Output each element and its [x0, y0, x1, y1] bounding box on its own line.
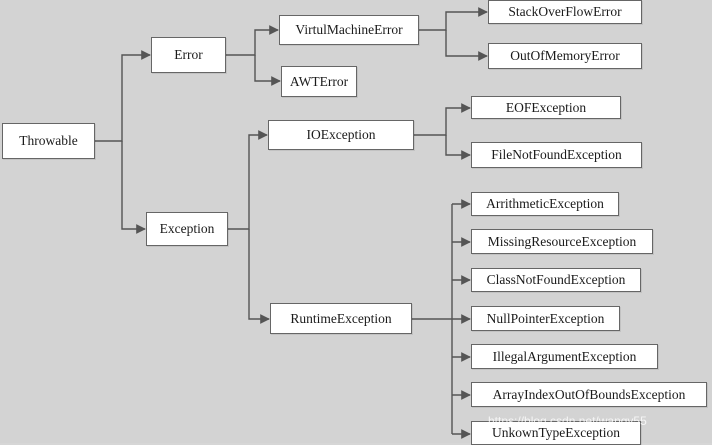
node-runtime-exception: RuntimeException: [270, 303, 412, 334]
node-arithmetic-exception: ArrithmeticException: [471, 192, 619, 216]
node-illegal-argument-exception: IllegalArgumentException: [471, 344, 658, 369]
edge-io-eof: [414, 103, 471, 136]
edge-vme-soe: [419, 7, 488, 31]
node-null-pointer-exception: NullPointerException: [471, 306, 620, 331]
node-eof-exception: EOFException: [471, 96, 621, 119]
node-class-not-found-exception: ClassNotFoundException: [471, 268, 641, 292]
edge-exception-io: [228, 130, 268, 230]
node-io-exception: IOException: [268, 120, 414, 150]
node-stack-overflow-error: StackOverFlowError: [488, 0, 642, 24]
node-missing-resource-exception: MissingResourceException: [471, 229, 653, 254]
node-array-index-exception: ArrayIndexOutOfBoundsException: [471, 382, 707, 407]
node-virtual-machine-error: VirtulMachineError: [279, 15, 419, 45]
edge-exception-runtime: [248, 229, 270, 324]
node-throwable: Throwable: [2, 123, 95, 159]
watermark-text: https://blog.csdn.net/wangy55: [488, 414, 647, 428]
edge-io-fnf: [445, 135, 471, 160]
edge-vme-oom: [445, 30, 488, 61]
edge-throwable-exception: [121, 141, 146, 234]
node-out-of-memory-error: OutOfMemoryError: [488, 43, 642, 69]
node-exception: Exception: [146, 212, 228, 246]
node-file-not-found-exception: FileNotFoundException: [471, 142, 642, 168]
edge-error-vme: [226, 25, 279, 56]
node-awt-error: AWTError: [281, 66, 357, 97]
edge-error-awt: [254, 55, 281, 86]
node-error: Error: [151, 37, 226, 73]
edge-throwable-error: [95, 50, 151, 142]
